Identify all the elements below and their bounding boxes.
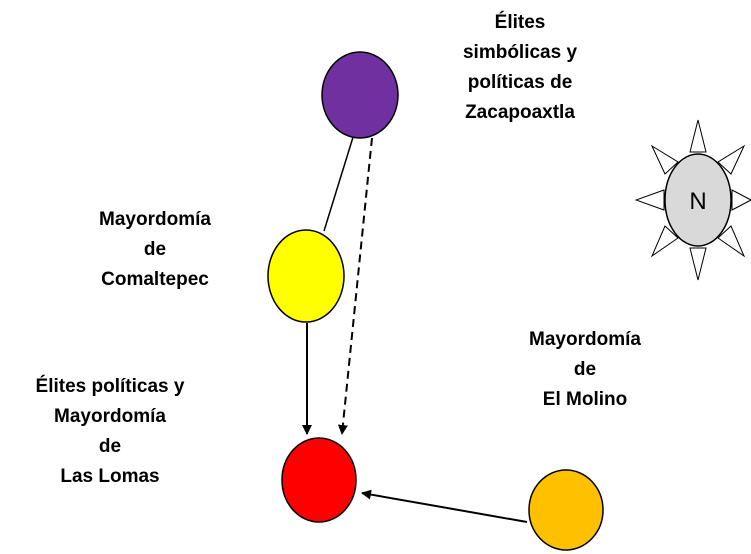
label-line: Élites políticas y xyxy=(35,376,185,397)
compass-center xyxy=(664,153,732,247)
edge-zacapoaxtla-comaltepec xyxy=(323,133,355,232)
label-line: de xyxy=(98,436,122,457)
node-elites-zacapoaxtla xyxy=(321,51,399,139)
compass-ray-top-right xyxy=(717,144,746,175)
compass-ray-right xyxy=(731,189,751,211)
label-elites-zacapoaxtla: Élites simbólicas y políticas de Zacapoa… xyxy=(430,8,610,128)
compass-ray-bottom xyxy=(689,247,707,281)
node-el-molino xyxy=(528,469,604,551)
label-line: Las Lomas xyxy=(60,466,160,487)
compass-ray-bottom-right xyxy=(717,225,746,258)
label-line: Mayordomía xyxy=(529,329,641,350)
edge-zacapoaxtla-las-lomas-dashed xyxy=(337,137,373,435)
label-line: El Molino xyxy=(542,389,628,410)
compass-ray-top xyxy=(689,119,707,153)
compass-letter: N xyxy=(689,188,706,215)
edge-el-molino-las-lomas xyxy=(361,489,528,523)
label-line: Zacapoaxtla xyxy=(465,102,575,123)
node-mayordomia-comaltepec xyxy=(267,229,345,323)
compass-ray-bottom-left xyxy=(650,225,679,258)
label-line: Mayordomía xyxy=(99,209,211,230)
label-las-lomas: Élites políticas y Mayordomía de Las Lom… xyxy=(10,372,210,492)
north-compass-icon: N xyxy=(634,119,751,281)
label-line: políticas de xyxy=(467,72,573,93)
node-las-lomas xyxy=(281,437,357,523)
label-line: Élites xyxy=(494,12,546,33)
label-line: de xyxy=(573,359,597,380)
label-line: Comaltepec xyxy=(101,269,209,290)
label-line: simbólicas y xyxy=(462,42,578,63)
compass-ray-left xyxy=(634,189,665,211)
label-line: Mayordomía xyxy=(54,406,166,427)
label-mayordomia-comaltepec: Mayordomía de Comaltepec xyxy=(75,205,235,295)
label-line: de xyxy=(143,239,167,260)
label-el-molino: Mayordomía de El Molino xyxy=(500,325,670,415)
compass-ray-top-left xyxy=(650,144,679,175)
